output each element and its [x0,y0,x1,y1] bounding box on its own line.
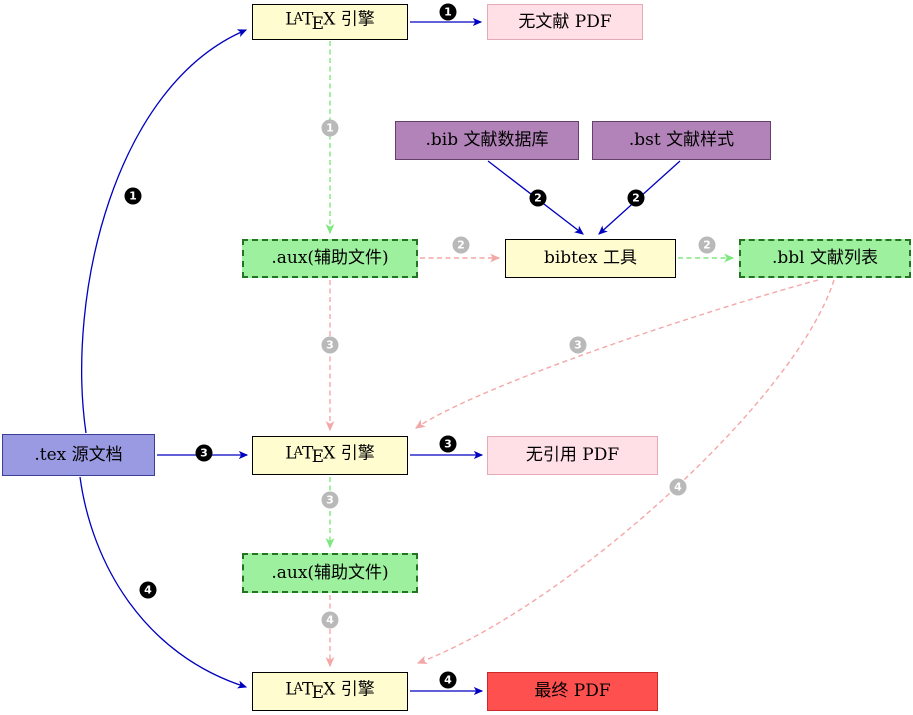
node-label: bibtex 工具 [543,248,638,268]
logo-letter: E [311,683,325,704]
node-bibtex-tool: bibtex 工具 [505,239,676,278]
latex-engine-suffix: 引擎 [335,443,375,464]
logo-letter: L [285,443,297,464]
step-badge-2-black: 2 [529,189,547,207]
edge-tex-to-latex-top [81,29,248,434]
step-badge-2-gray: 2 [452,236,470,254]
step-badge-3-black: 3 [439,435,457,453]
node-pdf-no-bib: 无文献 PDF [487,4,643,40]
edge-tex-to-latex-bot [79,476,248,689]
node-pdf-final: 最终 PDF [487,672,658,711]
node-label: .bst 文献样式 [628,130,735,150]
node-label: 最终 PDF [534,681,611,701]
logo-letter: E [311,447,325,468]
node-label: 无文献 PDF [518,11,612,32]
node-label: 无引用 PDF [525,445,620,465]
node-label: .aux(辅助文件) [271,248,389,268]
latex-logo: LATEX 引擎 [285,11,374,32]
node-tex-source: .tex 源文档 [2,434,155,476]
latex-logo: LATEX 引擎 [285,445,374,466]
node-label: .aux(辅助文件) [271,562,389,583]
node-bbl-list: .bbl 文献列表 [739,239,911,278]
step-badge-3-gray: 3 [321,336,339,354]
step-badge-4-black: 4 [439,671,457,689]
logo-letter: X [323,443,336,464]
step-badge-1-black: 1 [124,187,142,205]
logo-letter: T [301,9,314,30]
latex-logo: LATEX 引擎 [285,681,374,702]
node-latex-engine-top: LATEX 引擎 [252,4,408,40]
node-bst-style: .bst 文献样式 [592,121,771,160]
step-badge-2-black: 2 [627,189,645,207]
step-badge-4-black: 4 [139,581,157,599]
step-badge-3-black: 3 [195,444,213,462]
logo-letter: T [301,679,314,700]
edge-bbl-to-latex-bot [416,279,835,665]
node-latex-engine-bot: LATEX 引擎 [252,672,408,711]
step-badge-1-black: 1 [439,3,457,21]
latex-engine-suffix: 引擎 [335,679,375,700]
logo-letter: L [285,9,297,30]
edge-bbl-to-latex-mid [414,279,819,429]
node-pdf-no-ref: 无引用 PDF [487,436,658,475]
step-badge-3-gray: 3 [569,336,587,354]
step-badge-4-gray: 4 [669,478,687,496]
logo-letter: T [301,443,314,464]
node-aux-file-1: .aux(辅助文件) [242,239,418,278]
step-badge-1-gray: 1 [321,119,339,137]
step-badge-3-gray: 3 [321,491,339,509]
logo-letter: E [311,13,325,34]
logo-letter: A [293,443,303,458]
logo-letter: L [285,679,297,700]
latex-engine-suffix: 引擎 [335,9,375,30]
node-latex-engine-mid: LATEX 引擎 [252,436,408,475]
node-label: .bbl 文献列表 [771,248,878,268]
logo-letter: A [293,679,303,694]
node-label: .bib 文献数据库 [425,130,549,150]
node-bib-database: .bib 文献数据库 [395,121,579,160]
logo-letter: A [293,10,303,25]
logo-letter: X [323,679,336,700]
node-aux-file-2: .aux(辅助文件) [242,553,418,593]
step-badge-4-gray: 4 [321,611,339,629]
logo-letter: X [323,9,336,30]
step-badge-2-gray: 2 [698,236,716,254]
node-label: .tex 源文档 [34,444,123,465]
